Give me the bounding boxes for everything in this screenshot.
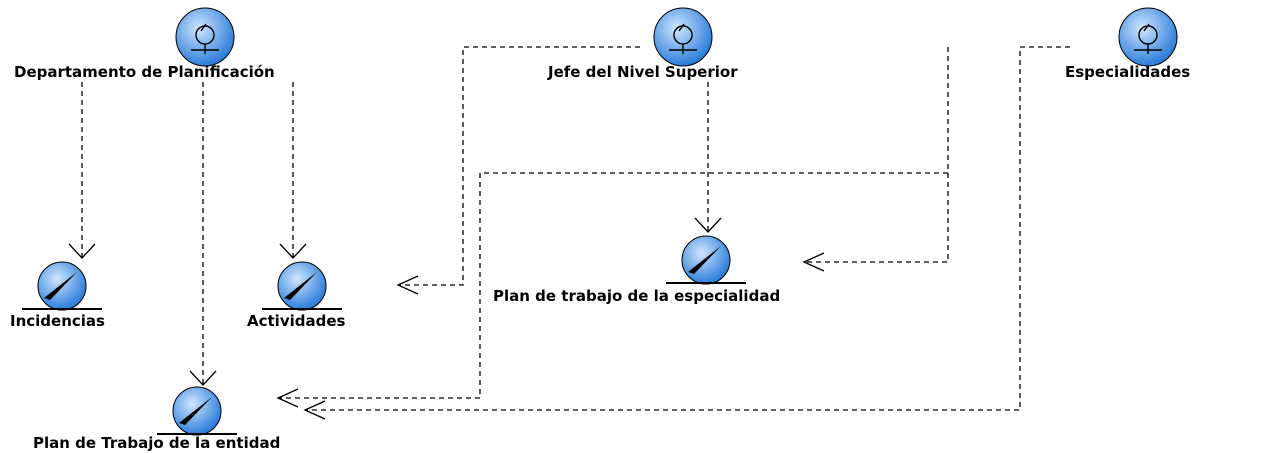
dependency-edges (68, 46, 1070, 420)
entity-icon (22, 261, 102, 311)
dependency-arrow (189, 82, 217, 386)
boundary-actor-icon (1118, 7, 1178, 67)
entity-label-plan-trabajo-especialidad: Plan de trabajo de la especialidad (493, 287, 781, 305)
boundary-actor-icon (653, 7, 713, 67)
dependency-arrow (396, 46, 640, 295)
dependency-arrow (68, 82, 96, 259)
entity-icon (262, 261, 342, 311)
dependency-arrow (802, 47, 949, 272)
actor-label-jefe: Jefe del Nivel Superior (548, 63, 738, 81)
entity-icon (666, 235, 746, 285)
entity-icon (157, 386, 237, 436)
entity-label-plan-trabajo-entidad: Plan de Trabajo de la entidad (33, 434, 281, 452)
dependency-arrow (694, 82, 722, 233)
diagram-nodes (22, 7, 1178, 436)
dependency-arrow (276, 172, 948, 408)
dependency-arrow (279, 82, 307, 259)
actor-label-especialidades: Especialidades (1065, 63, 1191, 81)
dependency-arrow (303, 46, 1070, 420)
entity-label-actividades: Actividades (247, 312, 346, 330)
actor-label-departamento: Departamento de Planificación (14, 63, 275, 81)
boundary-actor-icon (175, 7, 235, 67)
entity-label-incidencias: Incidencias (10, 312, 105, 330)
